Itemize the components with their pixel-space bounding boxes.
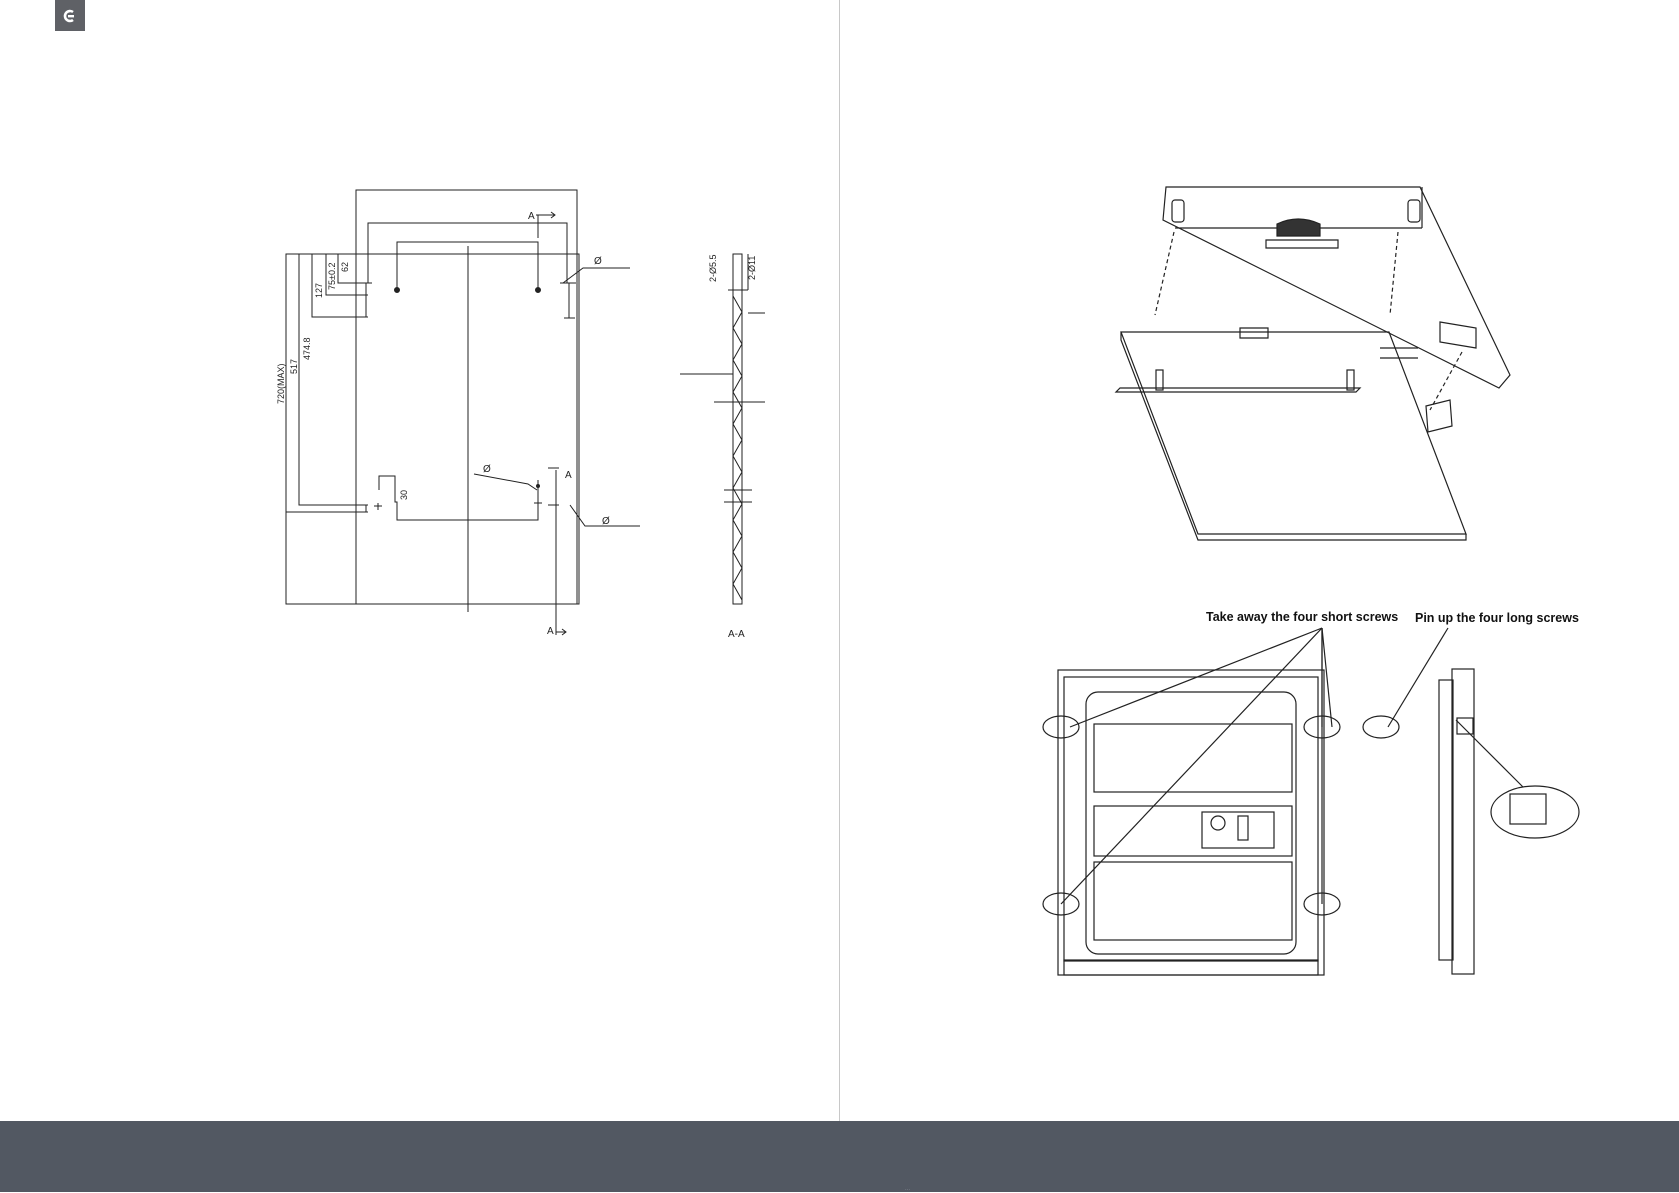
footer-bar	[0, 1121, 1679, 1192]
label-pin-up-long-screws: Pin up the four long screws	[1415, 611, 1579, 625]
page-number: ···	[905, 1187, 910, 1193]
door-assembly-drawing	[0, 0, 1679, 1121]
label-take-away-short-screws: Take away the four short screws	[1206, 610, 1398, 624]
